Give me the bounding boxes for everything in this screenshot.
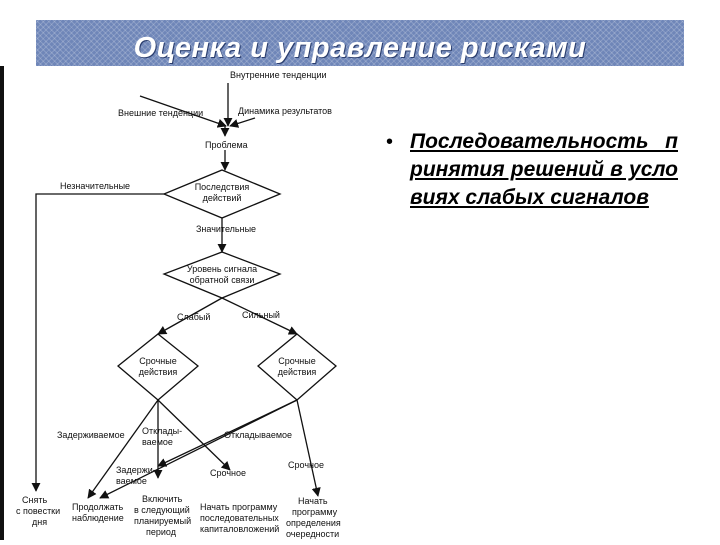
label-delayed2-line1: Задержи- — [116, 465, 156, 475]
left-edge-bar — [0, 66, 4, 540]
label-urgent2: Срочное — [288, 460, 324, 470]
arrow-delayed1 — [87, 399, 159, 499]
decision-flowchart: Внутренние тенденции Внешние тенденции Д… — [0, 66, 360, 540]
label-capital-line1: Начать программу — [200, 502, 278, 512]
label-decision2-line1: Уровень сигнала — [187, 264, 257, 274]
label-external: Внешние тенденции — [118, 108, 203, 118]
bullet-text: Последовательность принятия решений в ус… — [410, 130, 678, 209]
label-priority-line1: Начать — [298, 496, 328, 506]
flowchart-labels: Внутренние тенденции Внешние тенденции Д… — [16, 70, 341, 539]
label-plan-line4: период — [146, 527, 177, 537]
label-insignificant: Незначительные — [60, 181, 130, 191]
label-internal: Внутренние тенденции — [230, 70, 327, 80]
label-decision4-line1: Срочные — [278, 356, 315, 366]
arrow-strong — [221, 297, 298, 335]
title-banner: Оценка и управление рисками — [36, 20, 684, 66]
label-priority-line4: очередности — [286, 529, 339, 539]
label-priority-line3: определения — [286, 518, 341, 528]
arrow-insignificant — [31, 193, 164, 492]
label-dynamics: Динамика результатов — [238, 106, 332, 116]
label-delayed1: Задерживаемое — [57, 430, 125, 440]
label-observe-line1: Продолжать — [72, 502, 124, 512]
label-significant: Значительные — [196, 224, 256, 234]
label-deferred1-line1: Отклады- — [142, 426, 182, 436]
label-capital-line3: капиталовложений — [200, 524, 279, 534]
arrow-urgent1 — [157, 399, 231, 471]
bullet-dot-icon: • — [386, 131, 394, 153]
label-remove-line3: дня — [32, 517, 47, 527]
label-decision1-line1: Последствия — [195, 182, 250, 192]
label-decision1-line2: действий — [203, 193, 242, 203]
label-urgent1: Срочное — [210, 468, 246, 478]
arrow-urgent2 — [296, 399, 321, 497]
label-plan-line2: в следующий — [134, 505, 190, 515]
label-deferred2: Откладываемое — [224, 430, 292, 440]
label-decision2-line2: обратной связи — [190, 275, 255, 285]
label-plan-line1: Включить — [142, 494, 183, 504]
label-deferred1-line2: ваемое — [142, 437, 173, 447]
label-decision4-line2: действия — [278, 367, 317, 377]
slide-title: Оценка и управление рисками — [133, 32, 587, 64]
bullet-item: • Последовательность принятия решений в … — [384, 128, 678, 212]
label-delayed2-line2: ваемое — [116, 476, 147, 486]
label-remove-line1: Снять — [22, 495, 47, 505]
arrow-deferred2 — [99, 399, 298, 499]
label-observe-line2: наблюдение — [72, 513, 124, 523]
label-priority-line2: программу — [292, 507, 338, 517]
arrow-weak — [157, 297, 223, 335]
label-weak: Слабый — [177, 312, 210, 322]
label-strong: Сильный — [242, 310, 280, 320]
label-capital-line2: последовательных — [200, 513, 279, 523]
label-decision3-line2: действия — [139, 367, 178, 377]
arrow-dynamics — [229, 117, 256, 128]
label-decision3-line1: Срочные — [139, 356, 176, 366]
label-remove-line2: с повестки — [16, 506, 60, 516]
label-problem: Проблема — [205, 140, 248, 150]
label-plan-line3: планируемый — [134, 516, 191, 526]
bullet-list: • Последовательность принятия решений в … — [384, 128, 678, 212]
arrow-external — [139, 95, 227, 128]
